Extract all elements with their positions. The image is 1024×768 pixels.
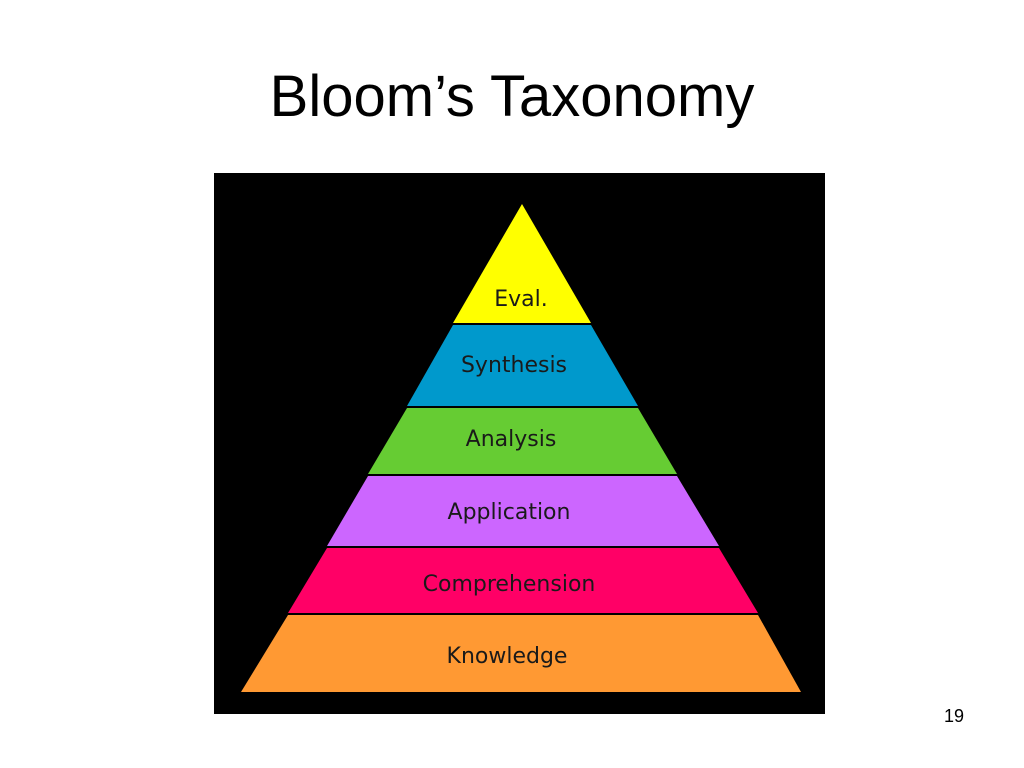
pyramid-label-synthesis: Synthesis: [461, 353, 567, 378]
pyramid-label-analysis: Analysis: [466, 427, 557, 452]
pyramid-layer-comprehension: [288, 548, 758, 613]
pyramid-layer-knowledge: [241, 615, 801, 692]
pyramid-layer-evaluation: [453, 204, 591, 323]
pyramid-layer-synthesis: [407, 325, 638, 406]
pyramid-svg: Eval. Synthesis Analysis Application Com…: [241, 204, 801, 692]
pyramid-label-knowledge: Knowledge: [447, 644, 568, 669]
pyramid-label-application: Application: [448, 500, 571, 525]
pyramid-label-evaluation: Eval.: [494, 287, 548, 312]
pyramid-layer-analysis: [368, 408, 677, 474]
pyramid-label-comprehension: Comprehension: [423, 572, 596, 597]
pyramid-layer-application: [327, 476, 719, 546]
pyramid-diagram: Eval. Synthesis Analysis Application Com…: [214, 173, 825, 714]
slide-title: Bloom’s Taxonomy: [269, 64, 755, 129]
page-number: 19: [943, 706, 965, 726]
